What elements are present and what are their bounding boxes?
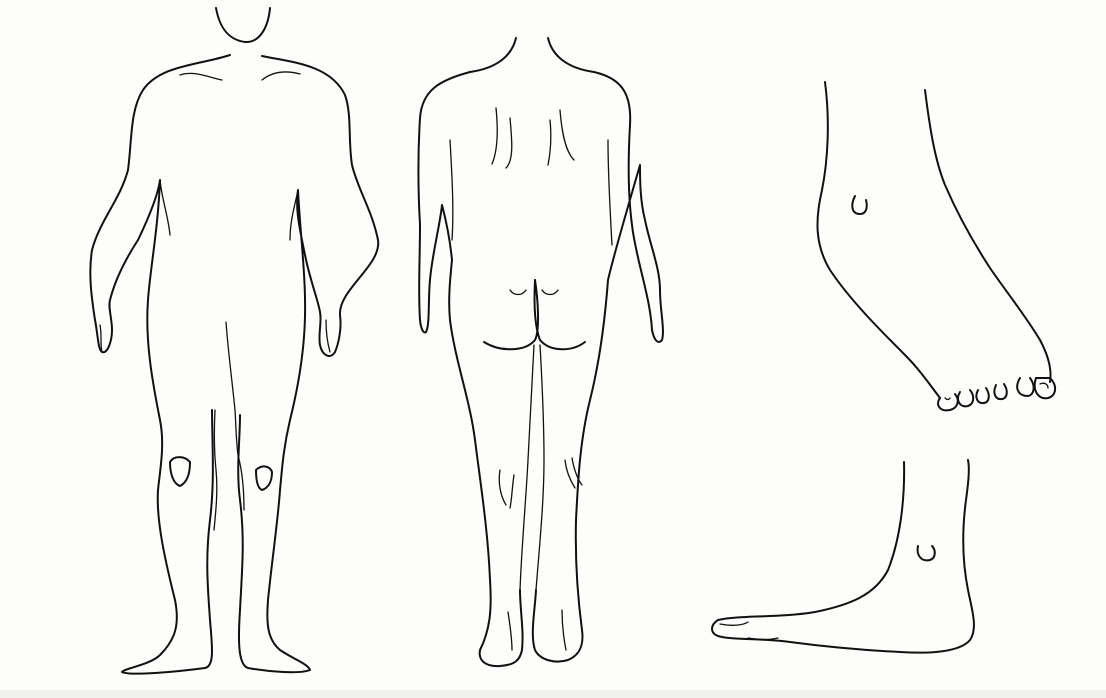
dorsal-foot-figure: [817, 82, 1055, 410]
scan-margin: [0, 690, 1106, 698]
anterior-clavicle-right: [262, 72, 300, 80]
medial-ankle-bone: [918, 546, 935, 560]
posterior-knee-left: [499, 470, 514, 508]
posterior-inner-leg-left: [520, 345, 534, 590]
anterior-hand-right: [326, 320, 330, 352]
posterior-achilles-left: [508, 612, 512, 650]
posterior-neck-right: [548, 38, 594, 72]
posterior-neck-left: [470, 38, 516, 72]
posterior-inner-leg-right: [536, 345, 544, 590]
dorsal-foot-medial-edge: [817, 82, 940, 398]
dorsal-toe-big: [1035, 378, 1055, 398]
dorsal-toe-1: [938, 394, 958, 410]
posterior-inner-arm-right: [608, 140, 612, 245]
dorsal-ankle-bone: [852, 196, 866, 214]
posterior-scapula-left: [492, 108, 497, 164]
dorsal-toenail-1: [945, 398, 950, 400]
posterior-achilles-right: [562, 610, 566, 650]
dorsal-toe-3: [976, 388, 988, 403]
anterior-crotch-line: [226, 322, 238, 455]
anterior-outline-left: [90, 55, 230, 674]
posterior-dimple-right: [542, 290, 558, 295]
anterior-knee-left: [170, 457, 190, 486]
anterior-body-figure: [90, 8, 378, 674]
anterior-outline-right: [238, 56, 378, 672]
dorsal-foot-lateral-edge: [925, 90, 1051, 382]
posterior-spine-hint: [506, 118, 512, 168]
dorsal-toe-5: [1017, 378, 1033, 396]
dorsal-toe-2: [958, 390, 973, 406]
anterior-inner-leg-left: [214, 410, 217, 530]
posterior-dimple-left: [510, 290, 526, 295]
posterior-inner-arm-left: [450, 140, 453, 240]
anterior-neck: [216, 8, 270, 42]
posterior-outline-left: [419, 72, 523, 666]
medial-big-toe-line: [720, 622, 748, 625]
posterior-scapula-right: [560, 110, 574, 160]
medial-foot-figure: [712, 460, 974, 653]
posterior-body-figure: [419, 38, 663, 666]
anterior-clavicle-left: [180, 73, 222, 80]
anterior-inner-arm-left: [160, 180, 170, 235]
posterior-outline-right: [533, 72, 663, 662]
dorsal-toenail-big: [1040, 383, 1048, 388]
anterior-knee-right: [256, 466, 272, 490]
dorsal-toe-4: [994, 384, 1006, 399]
posterior-scapula-right-inner: [548, 120, 551, 165]
